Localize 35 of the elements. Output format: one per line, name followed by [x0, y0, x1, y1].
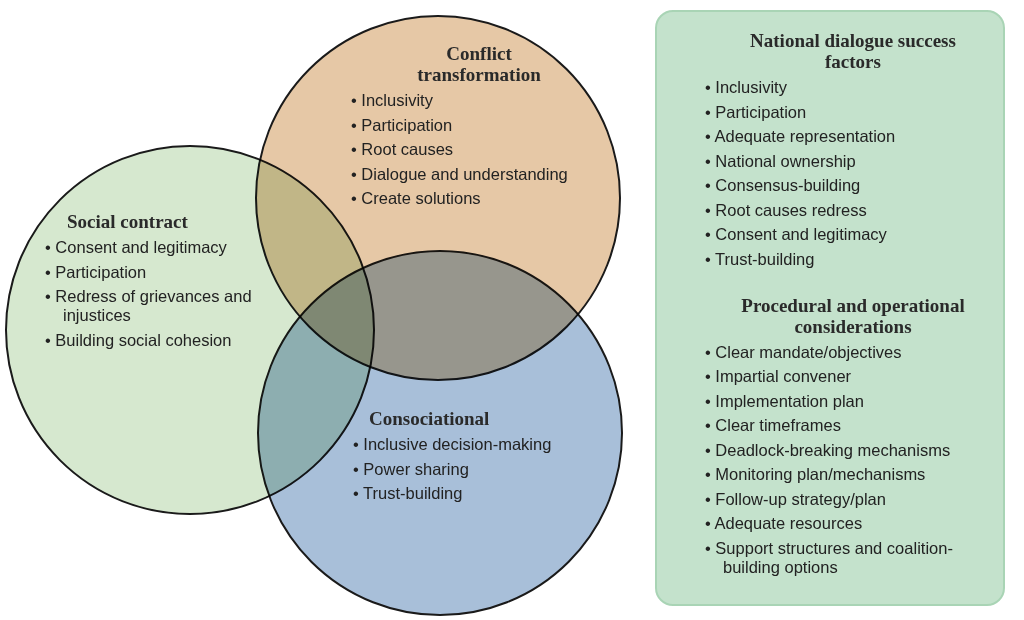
- section-heading: Social contract: [67, 211, 189, 232]
- bullet-item: • Follow-up strategy/plan: [705, 489, 886, 509]
- bullet-item: • Monitoring plan/mechanisms: [705, 465, 926, 484]
- bullet-item: • Dialogue and understanding: [351, 164, 568, 184]
- bullet-item: • Impartial convener: [705, 367, 852, 386]
- bullet-item: • Consent and legitimacy: [45, 238, 227, 257]
- section-heading: Conflict transformation: [416, 43, 542, 85]
- bullet-item: • Inclusivity: [351, 91, 434, 110]
- section-heading: National dialogue success factors: [749, 30, 957, 72]
- bullet-item: • Consensus-building: [705, 176, 861, 195]
- bullet-item: • Building social cohesion: [45, 330, 232, 350]
- bullet-item: • Create solutions: [351, 189, 481, 208]
- bullet-item: • Power sharing: [353, 459, 469, 479]
- bullet-item: • Redress of grievances and injustices: [45, 287, 253, 325]
- bullet-item: • Inclusive decision-making: [353, 435, 552, 454]
- bullet-item: • Root causes: [351, 140, 454, 159]
- bullet-item: • Root causes redress: [705, 200, 867, 220]
- bullet-item: • Clear mandate/objectives: [705, 342, 902, 362]
- bullet-item: • Participation: [45, 262, 148, 282]
- bullet-item: • Participation: [705, 102, 808, 122]
- bullet-item: • Consent and legitimacy: [705, 225, 887, 244]
- bullet-item: • Participation: [351, 115, 454, 135]
- bullet-item: • Trust-building: [353, 484, 463, 503]
- section-heading: Consociational: [369, 408, 491, 429]
- bullet-item: • National ownership: [705, 151, 856, 171]
- bullet-item: • Trust-building: [705, 249, 815, 269]
- factors-panel: [655, 10, 1005, 606]
- section-heading: Procedural and operational considerations: [740, 294, 966, 337]
- bullet-item: • Deadlock-breaking mechanisms: [705, 440, 951, 460]
- bullet-item: • Support structures and coalition-building options: [705, 538, 954, 577]
- bullet-item: • Implementation plan: [705, 391, 864, 411]
- bullet-item: • Adequate representation: [705, 127, 896, 146]
- bullet-item: • Adequate resources: [705, 514, 863, 533]
- bullet-item: • Clear timeframes: [705, 416, 841, 435]
- bullet-item: • Inclusivity: [705, 78, 788, 97]
